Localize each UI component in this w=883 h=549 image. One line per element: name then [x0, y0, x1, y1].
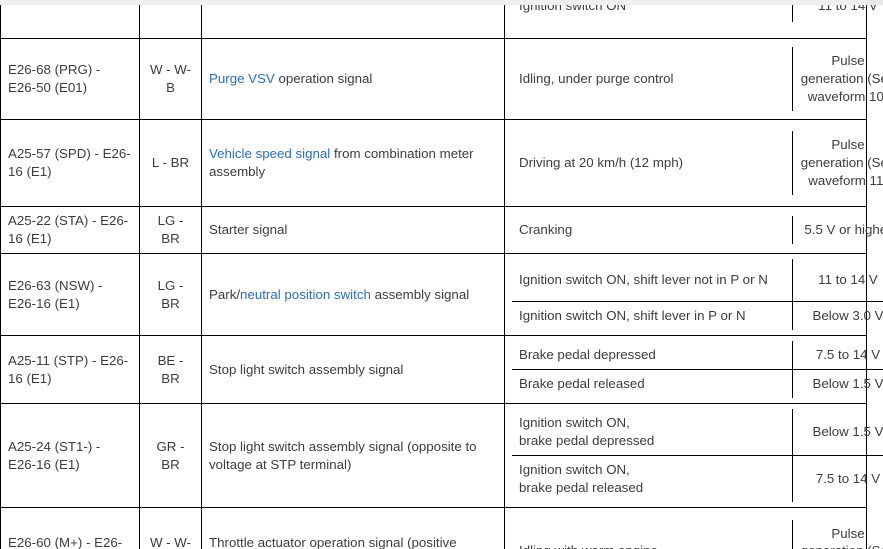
terminal-cell: A25-24 (ST1-) - E26-16 (E1) [0, 403, 140, 508]
description-link[interactable]: Purge VSV [209, 71, 275, 87]
condition-spec-group: Ignition switch ON, shift lever not in P… [504, 252, 883, 337]
terminal-cell: E26-63 (NSW) - E26-16 (E1) [0, 252, 140, 337]
condition-cell: Idling, under purge control [512, 47, 793, 111]
terminal-cell: E26-68 (PRG) - E26-50 (E01) [0, 38, 140, 120]
description-link[interactable]: Vehicle speed signal [209, 146, 331, 162]
table-row: A25-11 (STP) - E26-16 (E1) BE - BR Stop … [0, 335, 883, 405]
condition-spec-group: Driving at 20 km/h (12 mph) Pulse genera… [504, 119, 883, 207]
condition-cell: Driving at 20 km/h (12 mph) [512, 131, 793, 195]
condition-row: Idling, under purge control Pulse genera… [512, 47, 883, 111]
window-top-strip-left [0, 0, 866, 5]
condition-spec-group: Ignition switch ON 11 to 14 V [504, 5, 883, 39]
wiring-color-cell: W - W-B [139, 506, 202, 549]
wiring-color-cell: LG - BR [139, 206, 202, 254]
spec-cell: 11 to 14 V [792, 5, 883, 22]
condition-spec-group: Ignition switch ON, brake pedal depresse… [504, 403, 883, 508]
condition-row: Cranking 5.5 V or higher [512, 215, 883, 244]
condition-row: Brake pedal released Below 1.5 V [512, 369, 883, 399]
condition-row: Ignition switch ON, brake pedal depresse… [512, 409, 883, 457]
condition-row: Ignition switch ON, shift lever in P or … [512, 301, 883, 331]
wiring-color-cell: LG - BR [139, 252, 202, 337]
table-row: Ignition switch ON 11 to 14 V [0, 5, 883, 39]
description-cell: Purge VSV operation signal [201, 38, 505, 120]
description-prefix: Park/ [209, 286, 241, 302]
ecm-terminals-table: Ignition switch ON 11 to 14 V E26-68 (PR… [0, 5, 883, 549]
table-row: A25-57 (SPD) - E26-16 (E1) L - BR Vehicl… [0, 119, 883, 207]
spec-cell: Pulse generation (See waveform 12) [792, 519, 883, 549]
spec-cell: 11 to 14 V [792, 258, 883, 303]
condition-row: Ignition switch ON, shift lever not in P… [512, 258, 883, 303]
table-row: A25-22 (STA) - E26-16 (E1) LG - BR Start… [0, 206, 883, 254]
terminal-cell: A25-22 (STA) - E26-16 (E1) [0, 206, 140, 254]
table-scroll-container: Ignition switch ON 11 to 14 V E26-68 (PR… [0, 5, 883, 549]
condition-spec-group: Brake pedal depressed 7.5 to 14 V Brake … [504, 335, 883, 405]
condition-cell: Ignition switch ON, brake pedal depresse… [512, 409, 793, 457]
window-top-strip [0, 0, 883, 5]
wiring-color-cell: BE - BR [139, 335, 202, 405]
terminal-cell [0, 5, 140, 39]
condition-cell: Brake pedal depressed [512, 341, 793, 371]
condition-cell: Idling with warm engine [512, 519, 793, 549]
table-row: E26-63 (NSW) - E26-16 (E1) LG - BR Park/… [0, 252, 883, 337]
condition-cell: Ignition switch ON, shift lever not in P… [512, 258, 793, 303]
condition-row: Ignition switch ON 11 to 14 V [512, 5, 883, 22]
condition-row: Ignition switch ON, brake pedal released… [512, 455, 883, 502]
wiring-color-cell: L - BR [139, 119, 202, 207]
condition-spec-group: Cranking 5.5 V or higher [504, 206, 883, 254]
condition-cell: Ignition switch ON, shift lever in P or … [512, 301, 793, 331]
description-cell: Park/neutral position switch assembly si… [201, 252, 505, 337]
description-cell: Stop light switch assembly signal [201, 335, 505, 405]
condition-spec-group: Idling, under purge control Pulse genera… [504, 38, 883, 120]
spec-cell: Below 3.0 V [792, 301, 883, 331]
spec-cell: 5.5 V or higher [792, 215, 883, 244]
condition-cell: Brake pedal released [512, 369, 793, 399]
table-row: E26-68 (PRG) - E26-50 (E01) W - W-B Purg… [0, 38, 883, 120]
terminal-cell: A25-11 (STP) - E26-16 (E1) [0, 335, 140, 405]
description-cell: Throttle actuator operation signal (posi… [201, 506, 505, 549]
description-link[interactable]: neutral position switch [240, 286, 371, 302]
condition-cell: Ignition switch ON, brake pedal released [512, 455, 793, 502]
table-row: A25-24 (ST1-) - E26-16 (E1) GR - BR Stop… [0, 403, 883, 508]
condition-spec-group: Idling with warm engine Pulse generation… [504, 506, 883, 549]
description-cell: Stop light switch assembly signal (oppos… [201, 403, 505, 508]
condition-row: Driving at 20 km/h (12 mph) Pulse genera… [512, 131, 883, 195]
spec-cell: 7.5 to 14 V [792, 455, 883, 502]
description-text: from combination meter assembly [209, 146, 474, 179]
description-cell: Vehicle speed signal from combination me… [201, 119, 505, 207]
description-cell: Starter signal [201, 206, 505, 254]
description-cell [201, 5, 505, 39]
wiring-color-cell [139, 5, 202, 39]
spec-cell: Pulse generation (See waveform 11) [792, 131, 883, 195]
wiring-color-cell: W - W-B [139, 38, 202, 120]
condition-cell: Cranking [512, 215, 793, 244]
terminal-cell: E26-60 (M+) - E26-58 (ME01) [0, 506, 140, 549]
spec-cell: Pulse generation (See waveform 10) [792, 47, 883, 111]
condition-row: Brake pedal depressed 7.5 to 14 V [512, 341, 883, 371]
condition-row: Idling with warm engine Pulse generation… [512, 519, 883, 549]
table-row: E26-60 (M+) - E26-58 (ME01) W - W-B Thro… [0, 506, 883, 549]
terminal-cell: A25-57 (SPD) - E26-16 (E1) [0, 119, 140, 207]
condition-cell: Ignition switch ON [512, 5, 793, 22]
spec-cell: Below 1.5 V [792, 369, 883, 399]
spec-cell: Below 1.5 V [792, 409, 883, 457]
table-body: Ignition switch ON 11 to 14 V E26-68 (PR… [0, 5, 883, 549]
description-text: operation signal [274, 71, 373, 87]
description-text: assembly signal [370, 286, 470, 302]
spec-cell: 7.5 to 14 V [792, 341, 883, 371]
wiring-color-cell: GR - BR [139, 403, 202, 508]
document-viewport[interactable]: Ignition switch ON 11 to 14 V E26-68 (PR… [0, 5, 883, 549]
